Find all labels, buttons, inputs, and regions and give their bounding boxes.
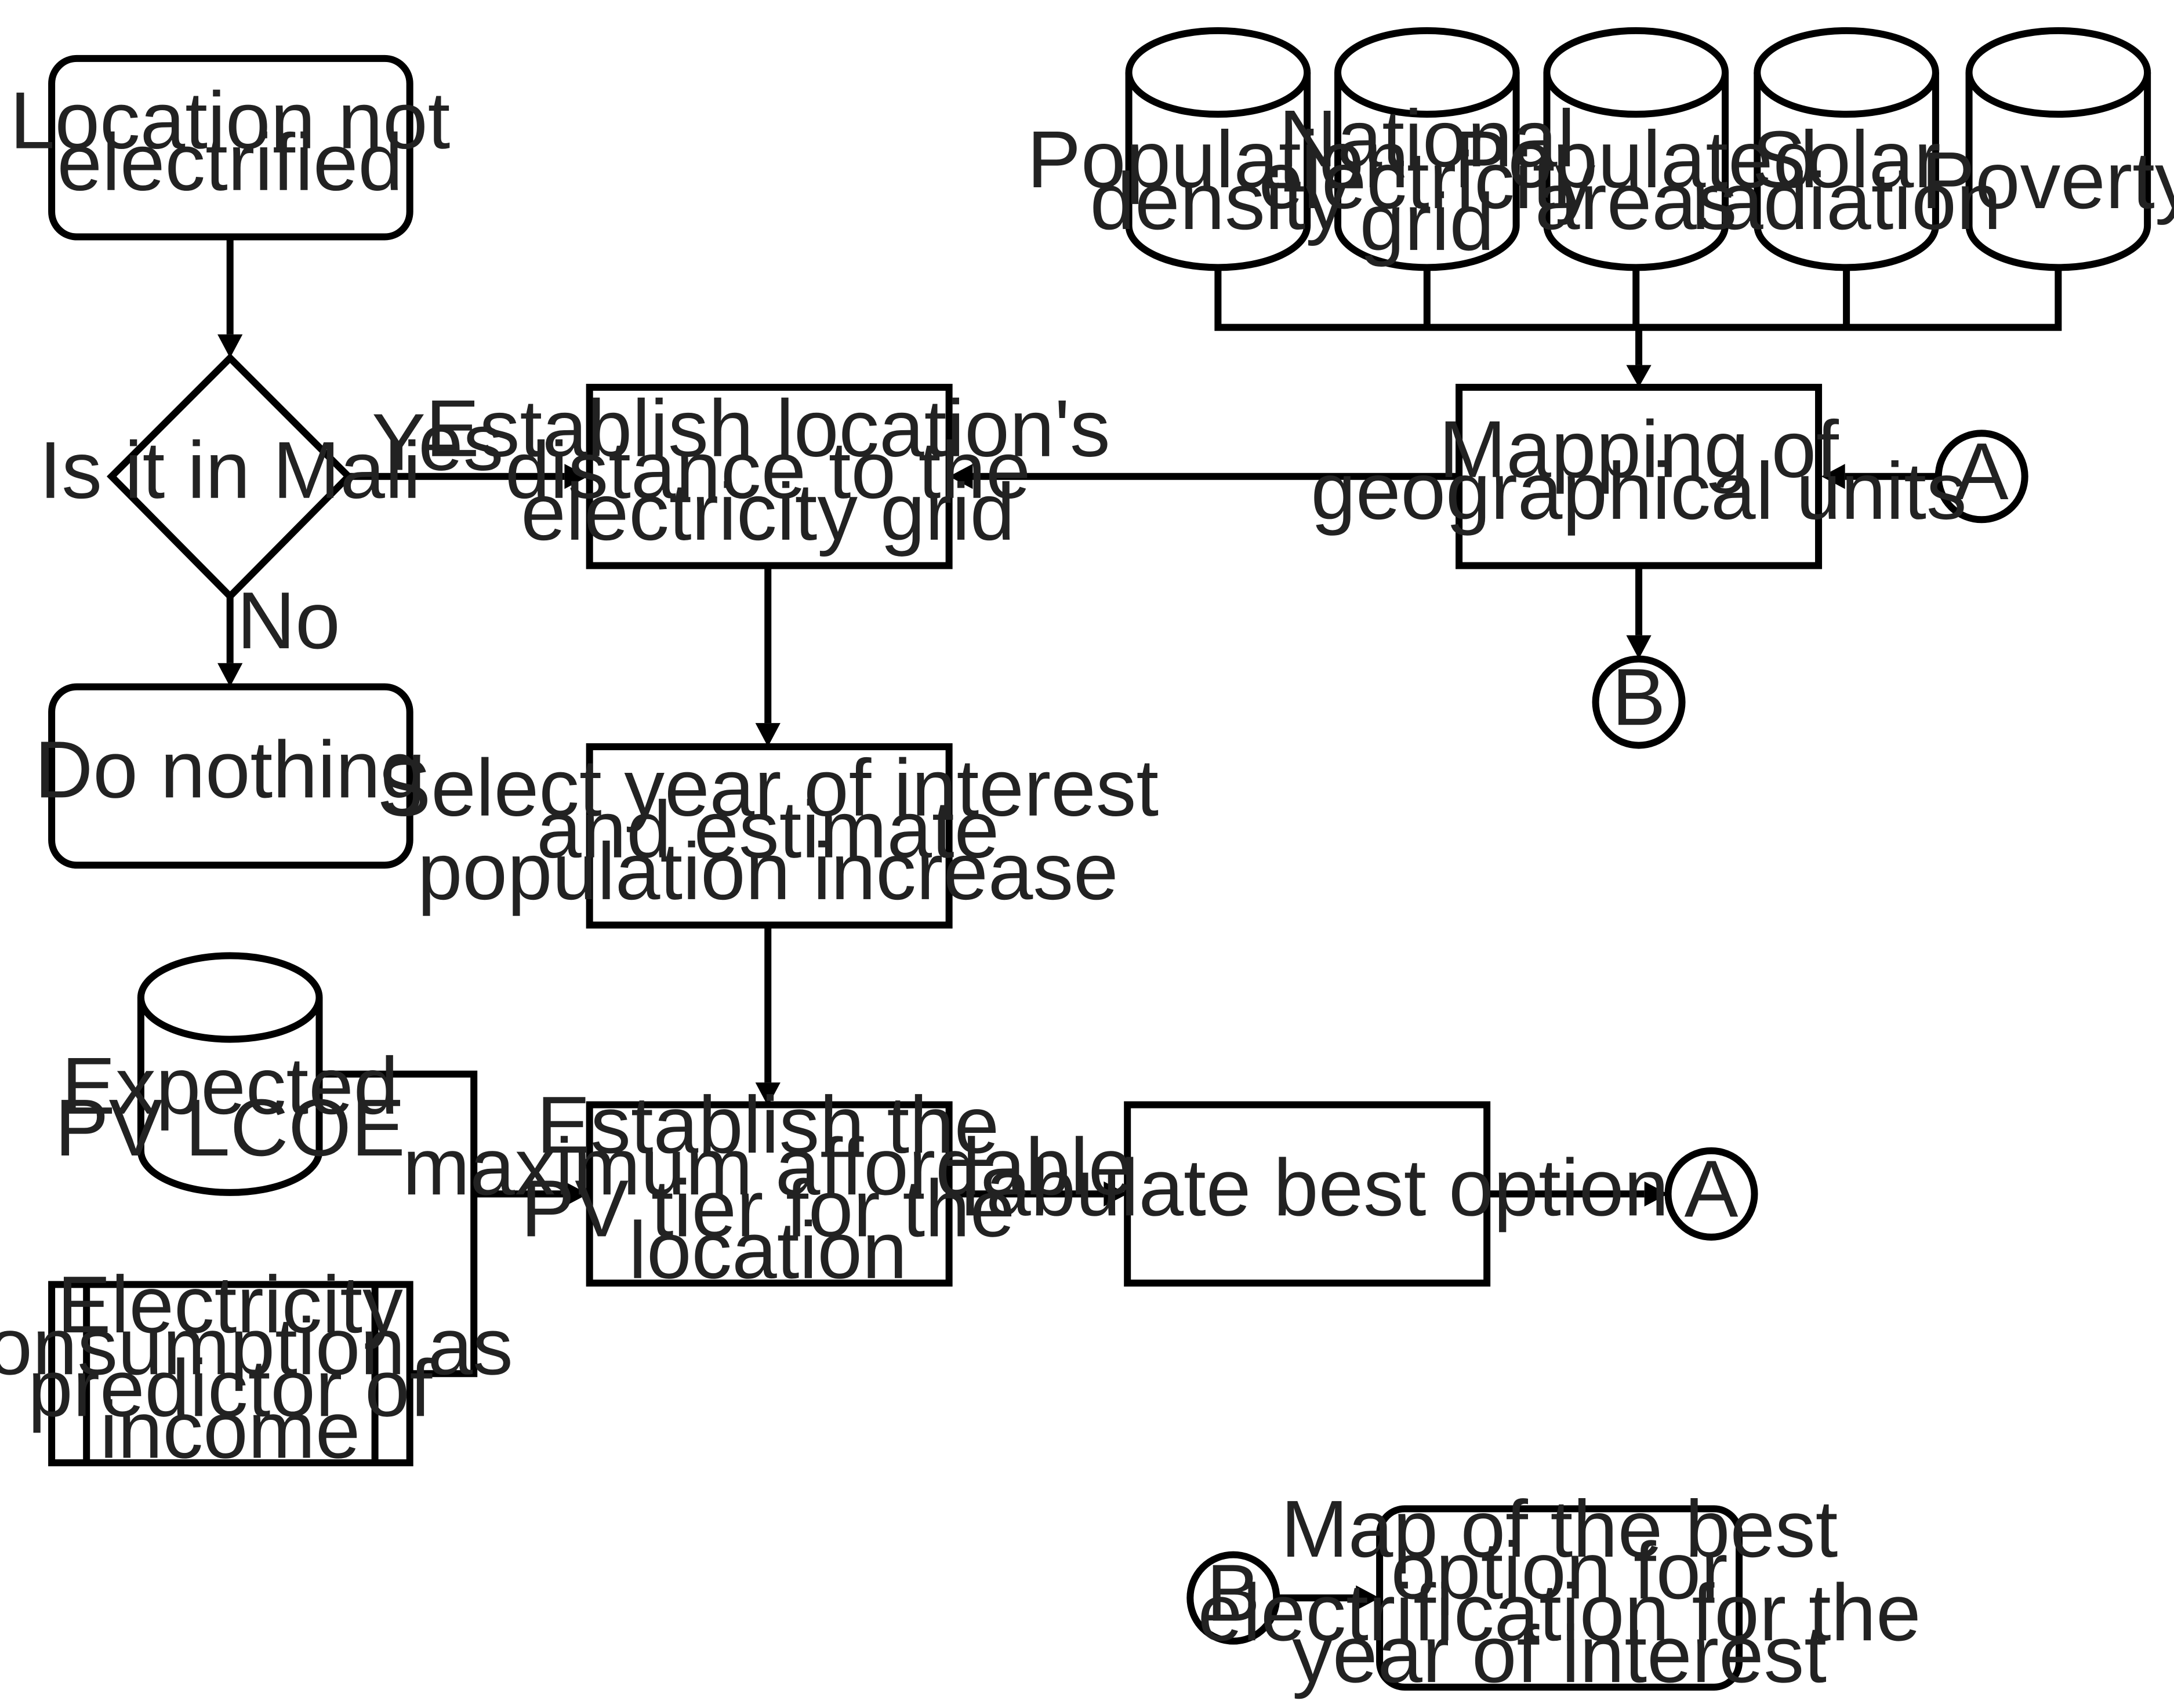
map-best-label: Map of the bestoption forelectrification… bbox=[1198, 1484, 1921, 1699]
edge-inputs-to-maxtier bbox=[322, 1070, 565, 1378]
population-density-database bbox=[1125, 27, 1311, 271]
label-line: Map of the best bbox=[1281, 1484, 1838, 1574]
solar-radiation-database bbox=[1754, 27, 1939, 271]
arrowhead-distance-yes bbox=[564, 464, 589, 489]
label-line: Do nothing bbox=[35, 724, 426, 815]
pv-lcoe-database bbox=[137, 952, 323, 1196]
mapping-units-label: Mapping ofgeographical units bbox=[1311, 404, 1966, 536]
label-line: Expected bbox=[61, 1041, 398, 1131]
label-line: Establish location's bbox=[426, 383, 1110, 474]
solar-radiation-label: Solarradiation bbox=[1692, 114, 2002, 246]
populated-areas-database bbox=[1543, 27, 1729, 271]
edge-databases-to-mapping bbox=[1214, 267, 2062, 365]
map-best-node bbox=[1376, 1505, 1743, 1691]
national-grid-database bbox=[1334, 27, 1520, 271]
start-node bbox=[48, 54, 413, 241]
label-line: grid bbox=[1360, 177, 1494, 267]
connector-b-in-label: B bbox=[1206, 1547, 1260, 1638]
label-line: electrification for the bbox=[1198, 1567, 1921, 1658]
start-label: Location notelectrified bbox=[10, 75, 450, 207]
tabulate-label: Tabulate best option bbox=[945, 1142, 1668, 1233]
label-line: maximum affordable bbox=[402, 1121, 1133, 1212]
label-line: option for bbox=[1391, 1525, 1728, 1616]
label-line: year of interest bbox=[1292, 1609, 1827, 1699]
label-line: Mapping of bbox=[1439, 404, 1839, 495]
poverty-label: Poverty bbox=[1921, 135, 2174, 226]
arrowhead-distance-from-mapping bbox=[949, 464, 973, 489]
arrowhead-select bbox=[755, 723, 781, 747]
label-line: PV LCOE bbox=[55, 1082, 405, 1173]
label-line: Populated bbox=[1454, 114, 1818, 205]
arrowhead-a-out bbox=[1644, 1181, 1668, 1206]
label-line: density bbox=[1090, 156, 1346, 246]
label-line: Location not bbox=[10, 75, 450, 165]
establish-distance-label: Establish location'sdistance to theelect… bbox=[426, 383, 1110, 557]
label-line: National bbox=[1279, 93, 1575, 184]
label-line: Poverty bbox=[1921, 135, 2174, 226]
arrowhead-mapping-from-a bbox=[1821, 464, 1845, 489]
label-line: distance to the bbox=[505, 425, 1030, 515]
label-line: electricity bbox=[1258, 135, 1595, 226]
electricity-consumption-node bbox=[48, 1281, 413, 1467]
label-line: radiation bbox=[1692, 156, 2002, 246]
mapping-units-node bbox=[1456, 384, 1823, 569]
do-nothing-node bbox=[48, 683, 413, 869]
label-line: Is it in Mali bbox=[39, 425, 421, 515]
connector-b-out bbox=[1592, 655, 1686, 749]
label-line: Tabulate best option bbox=[945, 1142, 1668, 1233]
pv-lcoe-label: ExpectedPV LCOE bbox=[55, 1041, 405, 1173]
label-line: electrified bbox=[57, 117, 402, 208]
populated-areas-label: Populatedareas bbox=[1454, 114, 1818, 246]
label-line: geographical units bbox=[1311, 446, 1966, 536]
electricity-consumption-label: Electricityconsumption aspredictor ofinc… bbox=[0, 1259, 513, 1475]
connector-a-out-label: A bbox=[1685, 1144, 1739, 1234]
arrowhead-tabulate bbox=[1104, 1181, 1128, 1206]
population-density-label: Populationdensity bbox=[1027, 114, 1409, 246]
label-line: location bbox=[629, 1205, 907, 1295]
national-grid-label: Nationalelectricitygrid bbox=[1258, 93, 1595, 267]
label-line: Establish the bbox=[536, 1080, 999, 1170]
arrowhead-do-nothing bbox=[217, 663, 243, 687]
arrowhead-maxtier-from-inputs bbox=[564, 1181, 589, 1206]
connector-b-in bbox=[1186, 1551, 1280, 1645]
label-line: Population bbox=[1027, 114, 1409, 205]
label-line: and estimate bbox=[536, 784, 999, 875]
label-line: Electricity bbox=[57, 1259, 404, 1350]
decision-label: Is it in Mali bbox=[39, 425, 421, 515]
label-line: PV tier for the bbox=[521, 1163, 1015, 1253]
label-line: predictor of bbox=[28, 1343, 432, 1433]
establish-distance-node bbox=[586, 384, 953, 569]
label-line: consumption as bbox=[0, 1301, 513, 1391]
label-line: Select year of interest bbox=[377, 742, 1159, 833]
connector-a-in-label: A bbox=[1955, 426, 2009, 517]
select-year-node bbox=[586, 743, 953, 929]
connector-b-out-label: B bbox=[1612, 652, 1666, 742]
poverty-database bbox=[1965, 27, 2151, 271]
max-tier-label: Establish themaximum affordablePV tier f… bbox=[402, 1080, 1133, 1295]
label-line: areas bbox=[1535, 156, 1737, 246]
label-line: income bbox=[100, 1384, 360, 1475]
tabulate-node bbox=[1124, 1101, 1491, 1287]
arrowhead-mapping-from-databases bbox=[1626, 365, 1652, 388]
label-line: population increase bbox=[418, 826, 1119, 917]
no-label: No bbox=[237, 575, 340, 666]
connector-a-out bbox=[1664, 1147, 1758, 1241]
arrowhead-map-best bbox=[1356, 1585, 1380, 1611]
label-line: Solar bbox=[1752, 114, 1940, 205]
connector-a-in bbox=[1935, 430, 2028, 524]
decision-node bbox=[106, 353, 354, 602]
arrowhead-maxtier-from-select bbox=[755, 1082, 781, 1106]
arrowhead-b bbox=[1626, 635, 1652, 659]
label-line: electricity grid bbox=[521, 467, 1015, 557]
arrowhead-decision bbox=[217, 334, 243, 358]
max-tier-node bbox=[586, 1101, 953, 1287]
yes-label: Yes bbox=[372, 397, 503, 488]
do-nothing-label: Do nothing bbox=[35, 724, 426, 815]
select-year-label: Select year of interestand estimatepopul… bbox=[377, 742, 1159, 916]
